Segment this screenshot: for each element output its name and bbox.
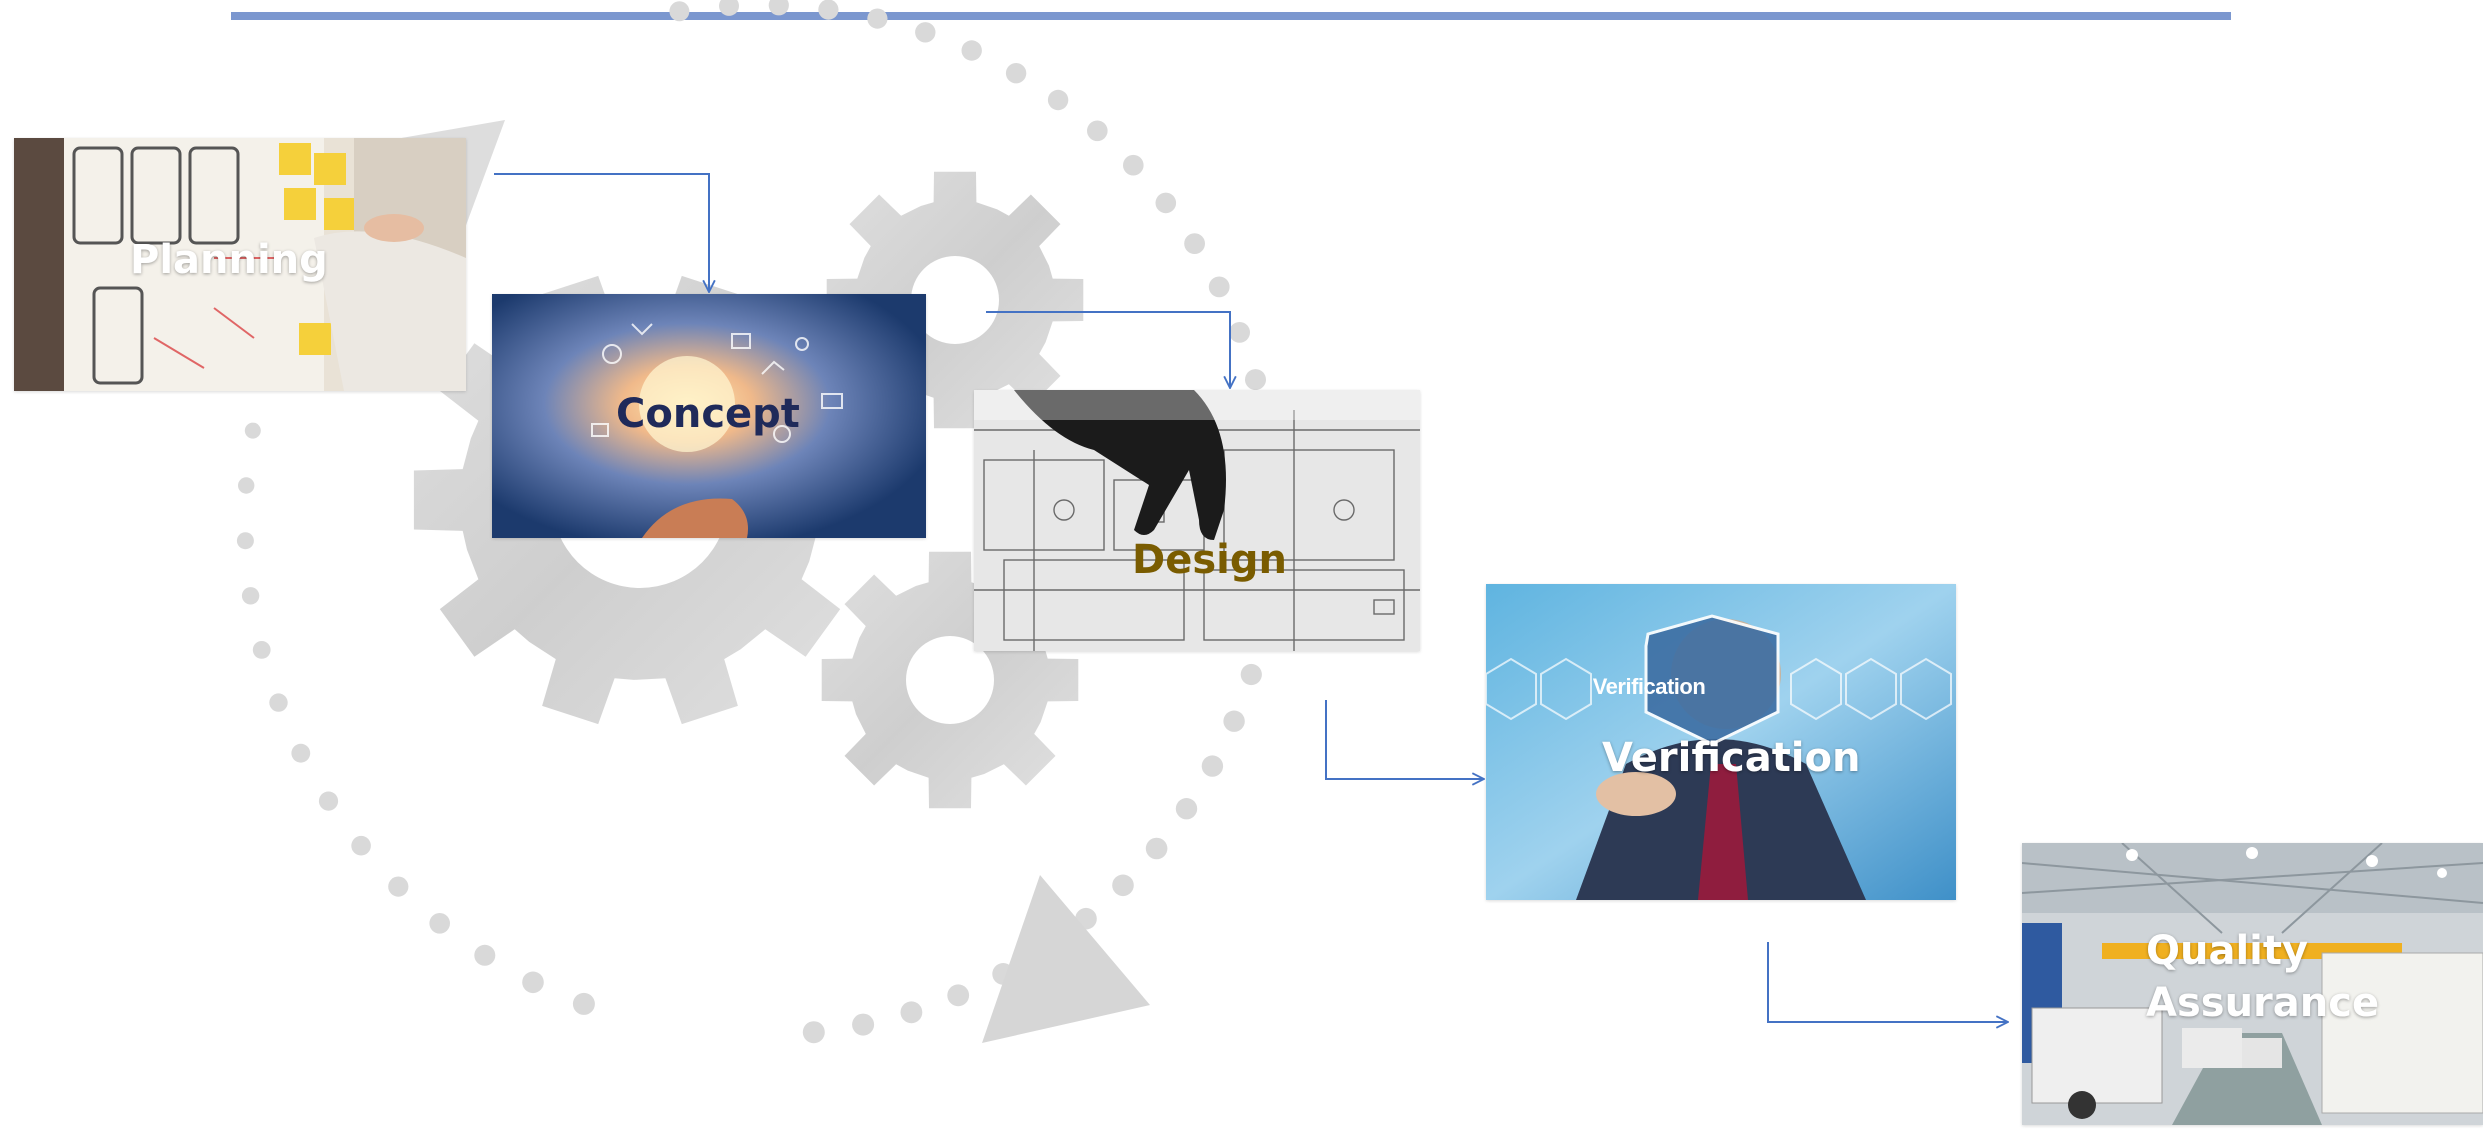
planning-photo <box>14 138 466 391</box>
step-card-quality-assurance: Quality Assurance <box>2022 843 2483 1125</box>
step-label-design: Design <box>1132 537 1287 583</box>
verification-photo <box>1486 584 1956 900</box>
top-divider-line <box>231 12 2231 20</box>
concept-photo <box>492 294 926 538</box>
step-card-verification: Verification Verification <box>1486 584 1956 900</box>
verification-hex-badge: Verification <box>1592 674 1706 699</box>
step-label-planning: Planning <box>130 237 328 283</box>
step-card-planning: Planning <box>14 138 466 391</box>
step-label-quality-assurance: Quality Assurance <box>2146 928 2380 1026</box>
cycle-arrowhead-bottom <box>982 875 1150 1043</box>
step-card-concept: Concept <box>492 294 926 538</box>
quality-assurance-photo <box>2022 843 2483 1125</box>
design-photo <box>974 390 1420 651</box>
step-label-concept: Concept <box>616 391 800 437</box>
step-card-design: Design <box>974 390 1420 651</box>
step-label-verification: Verification <box>1602 735 1861 781</box>
